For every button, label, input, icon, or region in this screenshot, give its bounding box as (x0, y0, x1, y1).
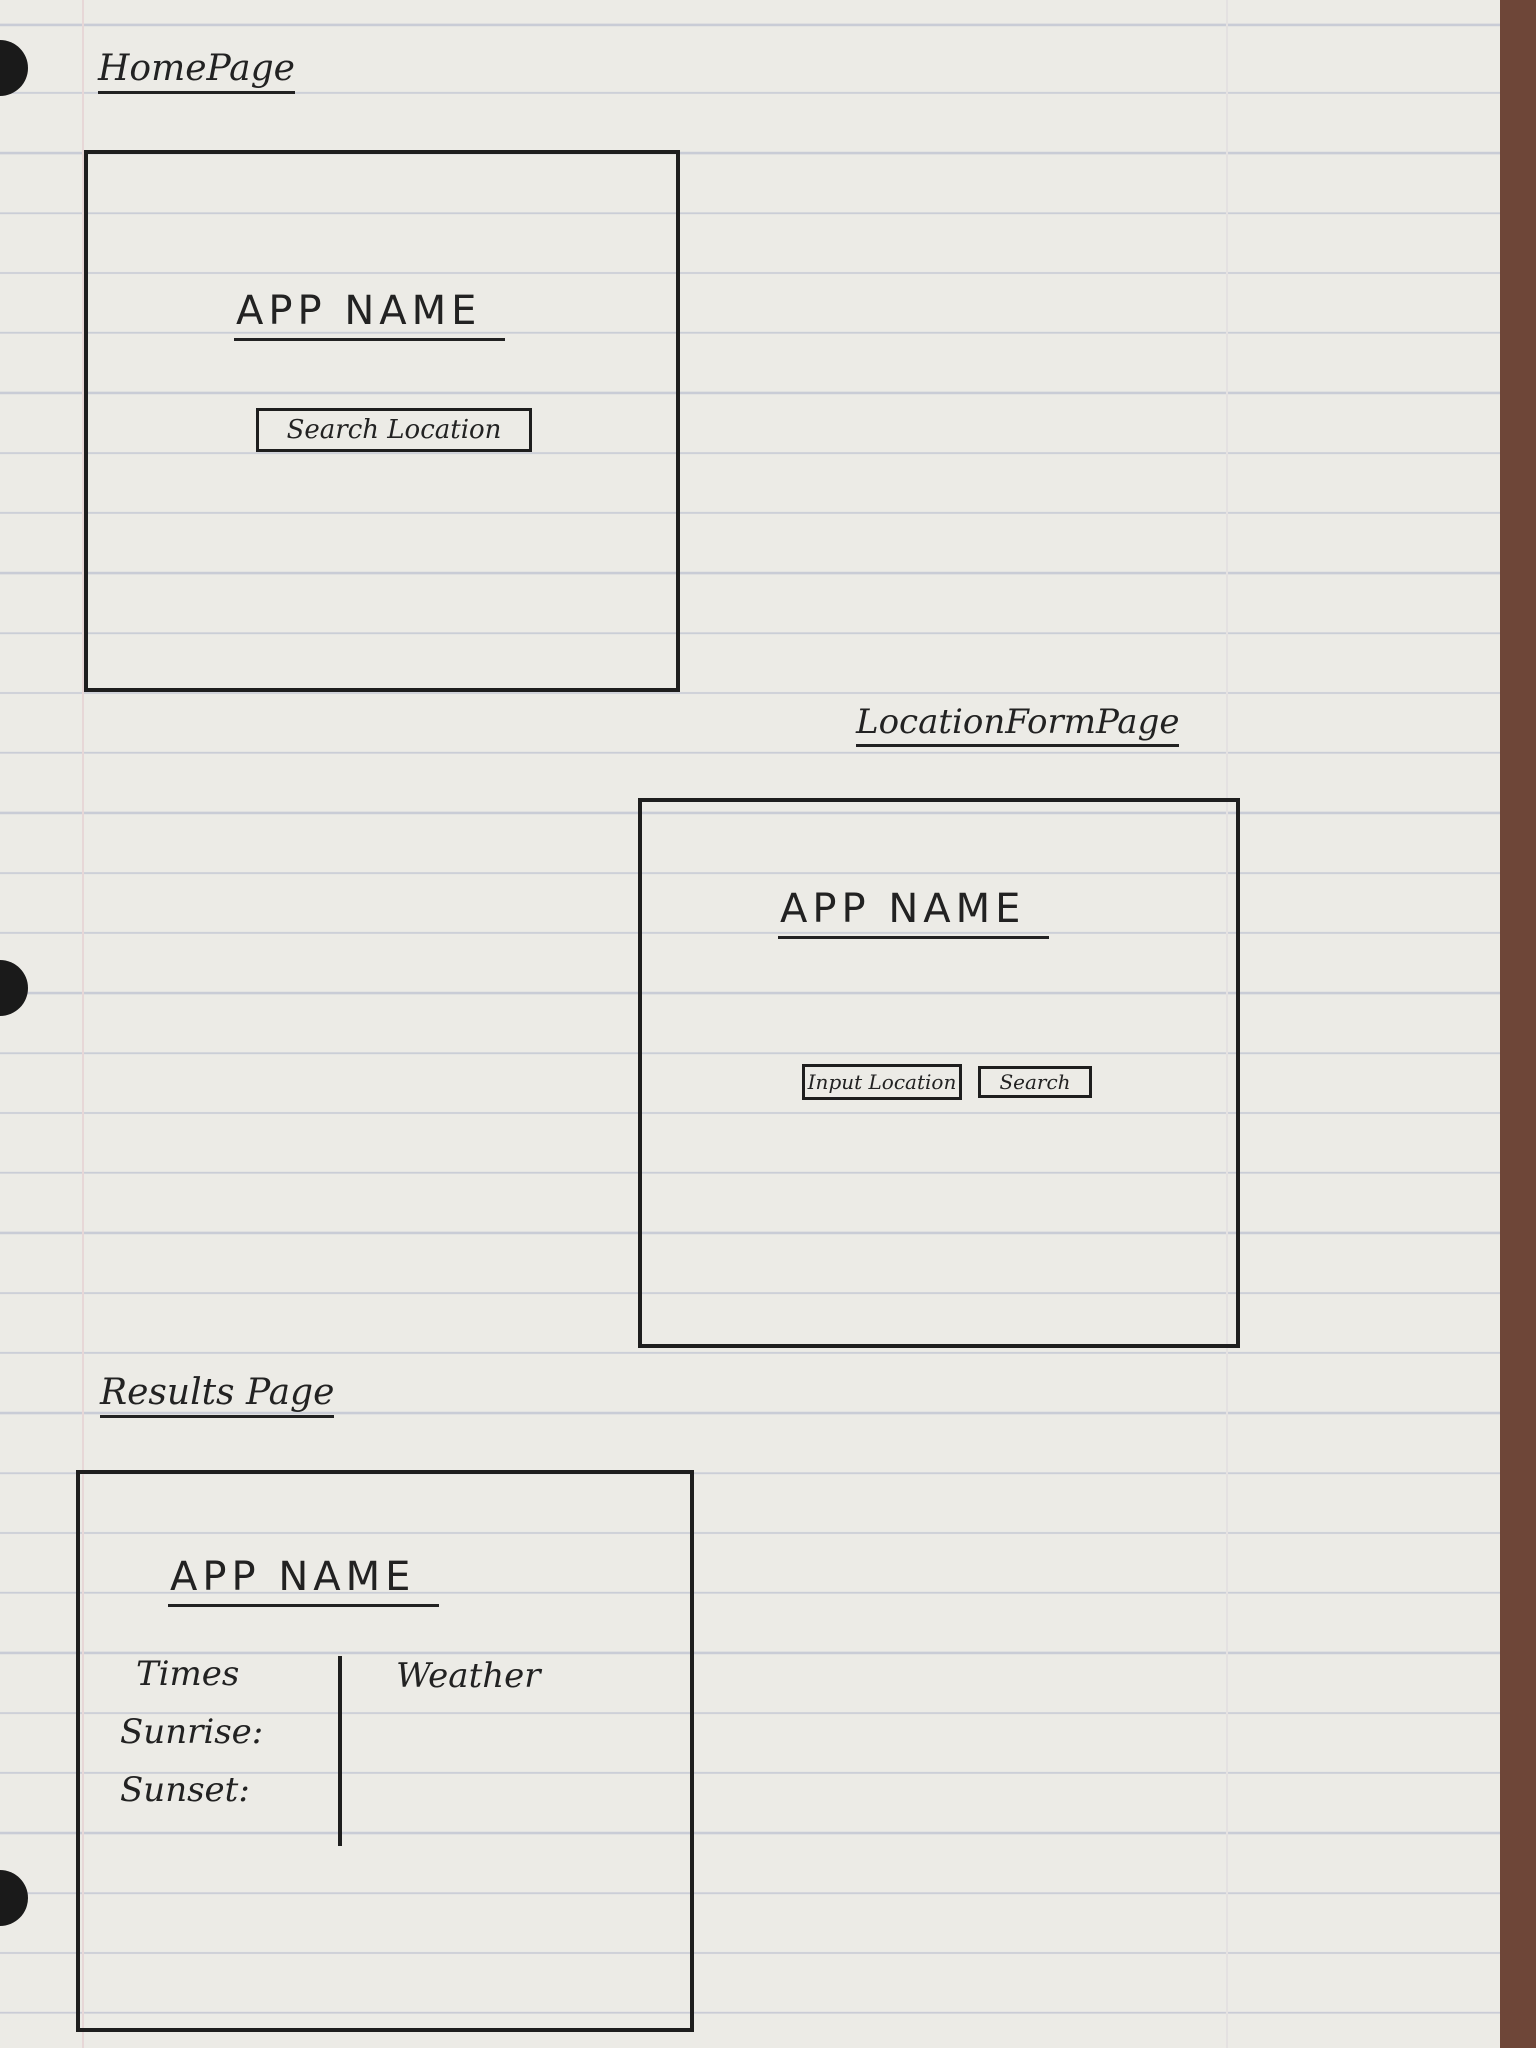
binder-hole-top (0, 40, 28, 96)
times-heading: Times (136, 1654, 240, 1694)
location-app-name: APP NAME (778, 886, 1050, 939)
weather-heading: Weather (396, 1656, 541, 1696)
binder-hole-middle (0, 960, 28, 1016)
paper-margin-line (82, 0, 84, 2048)
homepage-frame: APP NAME Search Location (84, 150, 680, 692)
binder-hole-bottom (0, 1870, 28, 1926)
results-page-frame: APP NAME Times Sunrise: Sunset: Weather (76, 1470, 694, 2032)
sunset-label: Sunset: (120, 1770, 250, 1810)
search-button[interactable]: Search (978, 1066, 1092, 1098)
results-page-label: Results Page (100, 1372, 335, 1418)
location-form-frame: APP NAME Input Location Search (638, 798, 1240, 1348)
results-column-divider (338, 1656, 342, 1846)
location-form-page-label: LocationFormPage (856, 702, 1180, 747)
homepage-app-name: APP NAME (234, 288, 506, 341)
results-app-name: APP NAME (168, 1554, 440, 1607)
sunrise-label: Sunrise: (120, 1712, 264, 1752)
homepage-label: HomePage (98, 48, 295, 94)
notebook-cover-edge (1500, 0, 1536, 2048)
location-input-field[interactable]: Input Location (802, 1064, 962, 1100)
search-location-button[interactable]: Search Location (256, 408, 532, 452)
paper-right-margin-line (1226, 0, 1228, 2048)
